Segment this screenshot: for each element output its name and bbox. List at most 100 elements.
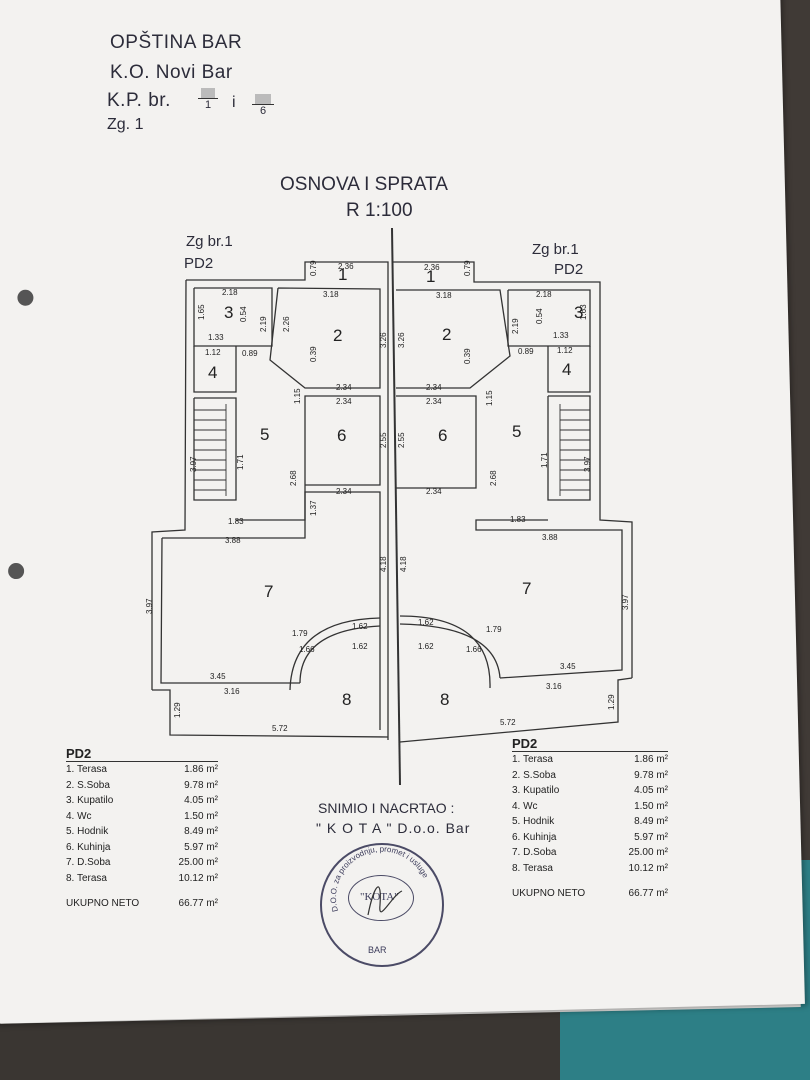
dimension-label: 1.62	[352, 622, 368, 631]
room-name: 8. Terasa	[66, 872, 107, 884]
drawing-title: OSNOVA I SPRATA	[280, 174, 448, 195]
author-label: SNIMIO I NACRTAO :	[318, 800, 455, 816]
table-row: 1. Terasa 1.86 m²	[66, 762, 218, 778]
dimension-label: 1.83	[228, 517, 244, 526]
stamp-ring-text: D.O.O. za proizvodnju, promet i usluge	[329, 845, 430, 916]
parcel-label: K.P. br.	[107, 90, 171, 111]
table-row: 1. Terasa 1.86 m²	[512, 752, 668, 768]
left-room2-wall	[269, 287, 381, 389]
dimension-label: 1.33	[208, 333, 224, 342]
room-area: 1.50 m²	[184, 810, 218, 822]
room-number: 2	[333, 326, 342, 345]
total-value: 66.77 m²	[178, 898, 218, 909]
room-area: 25.00 m²	[178, 857, 218, 868]
left-stairs	[194, 404, 227, 496]
building-number: Zg. 1	[107, 116, 144, 133]
dimension-label: 3.97	[145, 598, 154, 614]
dimension-label: 2.34	[426, 487, 442, 496]
author-company: " K O T A " D.o.o. Bar	[316, 820, 471, 836]
right-room6-wall	[396, 395, 477, 489]
dimension-label: 1.29	[607, 694, 616, 710]
room-name: 1. Terasa	[66, 764, 107, 775]
municipality: OPŠTINA BAR	[110, 32, 243, 53]
room-number: 1	[338, 265, 347, 284]
dimension-label: 1.29	[173, 702, 182, 718]
dimension-label: 1.71	[236, 454, 245, 470]
right-arc-wall	[399, 623, 501, 679]
room-area: 4.05 m²	[184, 795, 218, 806]
room-area: 9.78 m²	[184, 779, 218, 791]
room-name: 1. Terasa	[512, 754, 553, 765]
dimension-label: 2.36	[338, 262, 354, 271]
stamp-bottom-text: BAR	[368, 945, 387, 955]
room-area: 1.86 m²	[634, 754, 668, 765]
room-number: 4	[562, 360, 571, 379]
dimension-label: 1.62	[418, 642, 434, 651]
left-stair-wall	[193, 397, 237, 501]
dimension-label: 3.45	[210, 672, 226, 681]
dimension-label: 1.33	[553, 331, 569, 340]
dimension-label: 1.79	[486, 625, 502, 634]
dimension-label: 2.36	[424, 263, 440, 272]
dimension-label: 5.72	[272, 724, 288, 733]
dimension-label: 1.63	[579, 304, 588, 320]
dimension-label: 3.16	[224, 687, 240, 696]
parcel-separator: i	[232, 94, 237, 111]
dimension-label: 3.97	[621, 594, 630, 610]
right-room7-wall	[475, 519, 623, 679]
dimension-label: 1.12	[557, 346, 573, 355]
right-stair-wall	[547, 395, 591, 501]
right-unit-code: PD2	[554, 261, 584, 278]
dimension-label: 2.34	[426, 397, 442, 406]
table-row: 8. Terasa 10.12 m²	[66, 871, 218, 887]
room-area: 10.12 m²	[628, 862, 668, 874]
table-row: 3. Kupatilo 4.05 m²	[66, 793, 218, 809]
dimension-label: 1.66	[466, 645, 482, 654]
table-title: PD2	[66, 746, 218, 762]
table-total: UKUPNO NETO 66.77 m²	[66, 898, 218, 909]
dimension-label: 2.34	[426, 383, 442, 392]
right-room2-wall	[396, 289, 511, 389]
right-arc-wall-outer	[399, 615, 491, 689]
dimension-label: 2.26	[282, 316, 291, 332]
dimension-label: 1.15	[485, 390, 494, 406]
room-number: 6	[337, 426, 346, 445]
room-area: 1.86 m²	[184, 764, 218, 775]
dimension-label: 2.68	[289, 470, 298, 486]
room-name: 3. Kupatilo	[66, 795, 114, 806]
dimension-label: 2.18	[536, 290, 552, 299]
dimension-label: 1.62	[352, 642, 368, 651]
dimension-label: 0.39	[309, 346, 318, 362]
dimension-label: 0.54	[535, 308, 544, 324]
room-area: 4.05 m²	[634, 785, 668, 796]
dimension-label: 2.34	[336, 487, 352, 496]
room-number: 7	[522, 579, 531, 598]
dimension-label: 3.16	[546, 682, 562, 691]
room-name: 5. Hodnik	[512, 816, 555, 827]
room-name: 5. Hodnik	[66, 826, 109, 837]
dimension-label: 0.89	[518, 347, 534, 356]
dimension-label: 4.18	[399, 556, 408, 572]
dimension-label: 1.65	[197, 304, 206, 320]
drawing-scale: R 1:100	[346, 200, 413, 221]
right-outer-wall	[392, 261, 633, 678]
dimension-label: 2.55	[379, 432, 388, 448]
left-terrace-wall	[152, 689, 389, 738]
dimension-label: 1.62	[418, 618, 434, 627]
dimension-label: 2.18	[222, 288, 238, 297]
dimension-label: 1.79	[292, 629, 308, 638]
room-area: 10.12 m²	[178, 872, 218, 884]
dimension-label: 2.68	[489, 470, 498, 486]
total-label: UKUPNO NETO	[66, 898, 140, 909]
dimension-label: 3.45	[560, 662, 576, 671]
room-area: 9.78 m²	[634, 769, 668, 781]
room-area: 8.49 m²	[184, 826, 218, 837]
